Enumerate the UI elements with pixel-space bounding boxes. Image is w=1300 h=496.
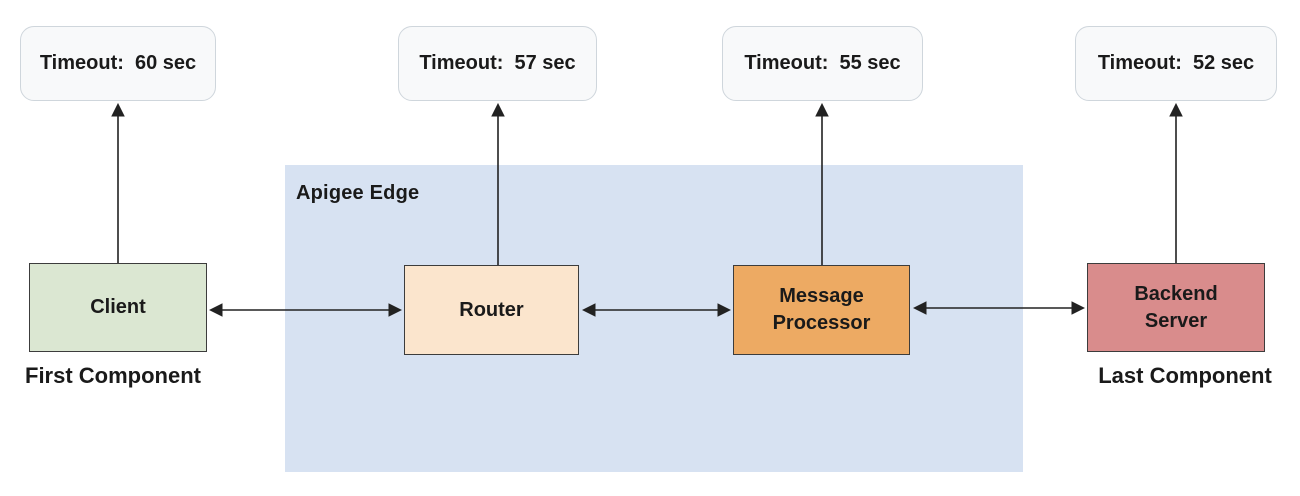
timeout-box-message-processor: Timeout: 55 sec xyxy=(722,26,923,101)
first-component-caption: First Component xyxy=(25,363,201,388)
timeout-box-backend-server: Timeout: 52 sec xyxy=(1075,26,1277,101)
last-component-caption: Last Component xyxy=(1098,363,1272,388)
timeout-box-router: Timeout: 57 sec xyxy=(398,26,597,101)
component-backend-server: Backend Server xyxy=(1087,263,1265,352)
timeout-box-client: Timeout: 60 sec xyxy=(20,26,216,101)
component-client: Client xyxy=(29,263,207,352)
component-message-processor: Message Processor xyxy=(733,265,910,355)
timeout-label-message-processor: Timeout: 55 sec xyxy=(744,52,901,74)
component-label-message-processor: Message Processor xyxy=(772,285,871,334)
component-label-router: Router xyxy=(459,298,524,321)
timeout-label-router: Timeout: 57 sec xyxy=(419,52,576,74)
timeout-label-backend-server: Timeout: 52 sec xyxy=(1097,52,1255,74)
component-label-backend-server: Backend Server xyxy=(1134,282,1218,332)
apigee-edge-container: Apigee Edge xyxy=(285,165,1023,472)
component-label-client: Client xyxy=(90,296,146,318)
component-router: Router xyxy=(404,265,579,355)
apigee-edge-label: Apigee Edge xyxy=(296,182,420,204)
timeout-label-client: Timeout: 60 sec xyxy=(39,52,197,74)
